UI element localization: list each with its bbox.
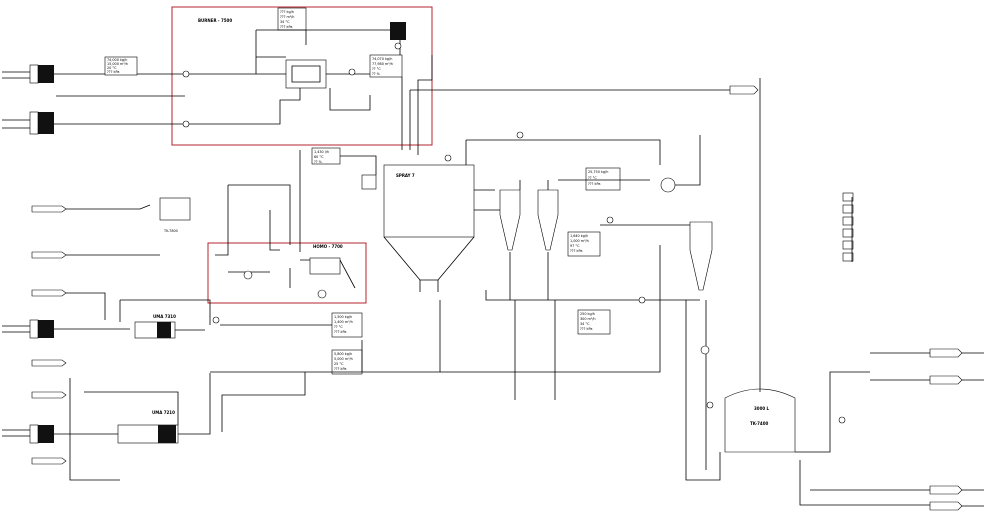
mid-stream-data-box — [331, 312, 363, 338]
svg-text:5,800 kg/h: 5,800 kg/h — [334, 352, 352, 356]
burner-heat-exchanger — [390, 22, 406, 40]
cyclone-data-box-1 — [585, 167, 621, 191]
svg-text:??? kPa: ??? kPa — [588, 182, 600, 186]
svg-text:97 °C: 97 °C — [570, 244, 580, 248]
svg-text:1,430 l/h: 1,430 l/h — [314, 150, 329, 154]
exhaust-fan — [660, 177, 676, 193]
svg-text:?? %: ?? % — [372, 72, 381, 76]
mid-streams: 1,500 kg/h 1,400 m³/h ?? °C ??? kPa 5,80… — [210, 245, 661, 432]
svg-text:34 °C: 34 °C — [280, 20, 290, 24]
burner-right-data-box — [369, 54, 403, 78]
uma-units: UMA 7310 UMA 7210 — [69, 299, 211, 481]
svg-text:1,400 m³/h: 1,400 m³/h — [334, 320, 353, 324]
homogenizer: TK-7800 — [159, 184, 356, 299]
svg-text:TK-7800: TK-7800 — [163, 229, 178, 233]
svg-text:??? kPa: ??? kPa — [334, 330, 346, 334]
svg-text:?? °C: ?? °C — [372, 67, 381, 71]
cyclones: 25,750 kg/h ?? °C ??? kPa 1,640 kg/h 1,0… — [465, 135, 713, 301]
svg-text:5,000 m³/h: 5,000 m³/h — [334, 357, 353, 361]
svg-text:250 kg/h: 250 kg/h — [580, 312, 595, 316]
fines-data-box — [577, 309, 611, 335]
svg-text:1,500 kg/h: 1,500 kg/h — [334, 315, 352, 319]
svg-text:3000 L: 3000 L — [754, 406, 770, 411]
right-offpage-connectors — [729, 85, 984, 511]
fuel-in-data-box — [104, 56, 138, 76]
burner-zone-title: BURNER - 7500 — [198, 18, 232, 23]
svg-text:77,980 m³/h: 77,980 m³/h — [372, 62, 393, 66]
svg-text:25 °C: 25 °C — [334, 362, 344, 366]
spray-dryer-label: SPRAY 7 — [396, 173, 415, 178]
instrument-tag-column — [842, 192, 854, 262]
svg-text:??? kPa: ??? kPa — [280, 25, 292, 29]
svg-text:?? °C: ?? °C — [334, 325, 343, 329]
svg-text:25,750 kg/h: 25,750 kg/h — [588, 170, 608, 174]
svg-text:74,000 kg/h: 74,000 kg/h — [107, 58, 127, 62]
homo-zone-title: HOMO - 7700 — [313, 244, 343, 249]
svg-text:60 °C: 60 °C — [314, 155, 324, 159]
lower-stream-data-box — [331, 349, 363, 375]
burner-section: ??? kg/h ??? m³/h 34 °C ??? kPa 74,000 k… — [104, 7, 433, 155]
homo-zone-outline — [207, 242, 367, 304]
svg-text:??? kPa: ??? kPa — [580, 327, 592, 331]
svg-text:TK-7400: TK-7400 — [750, 421, 768, 426]
svg-text:300 m³/h: 300 m³/h — [580, 317, 596, 321]
tank-group-top-left — [2, 64, 185, 135]
svg-text:?? %: ?? % — [314, 160, 323, 164]
svg-text:??? kPa: ??? kPa — [334, 367, 346, 371]
svg-text:1,640 kg/h: 1,640 kg/h — [570, 234, 588, 238]
spray-dryer-body — [383, 164, 475, 238]
svg-text:??? kPa: ??? kPa — [570, 249, 582, 253]
svg-text:UMA 7310: UMA 7310 — [153, 314, 176, 319]
svg-text:UMA 7210: UMA 7210 — [152, 410, 175, 415]
storage-tank-body — [724, 388, 796, 453]
svg-text:??? kPa: ??? kPa — [107, 70, 119, 74]
svg-text:?? °C: ?? °C — [588, 176, 597, 180]
spray-dryer: SPRAY 7 1,430 l/h 60 °C ?? % — [299, 147, 500, 292]
svg-text:??? kg/h: ??? kg/h — [280, 10, 294, 14]
svg-text:20 °C: 20 °C — [107, 66, 117, 70]
cyclone-data-box-2 — [567, 231, 601, 257]
svg-text:15,000 m³/h: 15,000 m³/h — [107, 62, 128, 66]
svg-text:74,070 kg/h: 74,070 kg/h — [372, 57, 392, 61]
storage-tank: 3000 L TK-7400 — [410, 78, 905, 506]
tank-group-mid-left — [2, 319, 130, 444]
instrument-bubbles — [212, 131, 846, 424]
svg-text:??? m³/h: ??? m³/h — [280, 15, 294, 19]
left-offpage-connectors — [31, 204, 160, 465]
svg-text:1,000 m³/h: 1,000 m³/h — [570, 239, 589, 243]
svg-text:34 °C: 34 °C — [580, 322, 590, 326]
